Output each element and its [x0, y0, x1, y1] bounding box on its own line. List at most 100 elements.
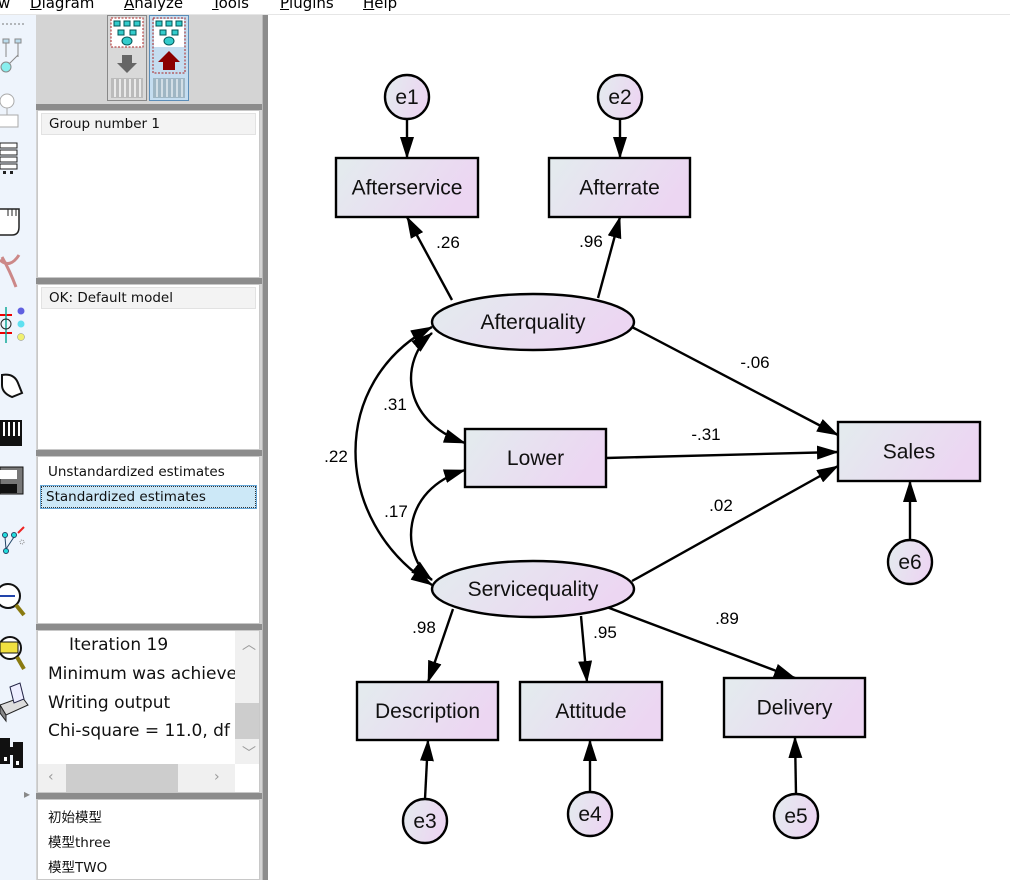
variable-label: Description: [375, 700, 480, 723]
list-variables-icon[interactable]: [0, 142, 18, 174]
file-item[interactable]: 初始模型: [48, 810, 102, 826]
group-item[interactable]: Group number 1: [41, 113, 256, 135]
path-servicequality-to-attitude[interactable]: [578, 615, 593, 683]
observed-variable-attitude[interactable]: Attitude: [518, 680, 664, 742]
path-afterquality-to-afterrate[interactable]: [596, 216, 622, 299]
path-estimate-label: .96: [579, 232, 603, 251]
panel-splitter[interactable]: [262, 15, 268, 880]
latent-variable-servicequality[interactable]: Servicequality: [430, 559, 636, 619]
covariance-estimate-label: .31: [383, 395, 407, 414]
preserve-symmetry-icon[interactable]: [2, 526, 25, 554]
horizontal-scroll-thumb[interactable]: [66, 764, 178, 792]
observed-variable-description[interactable]: Description: [355, 680, 500, 742]
path-estimate-label: -.31: [691, 425, 720, 444]
rotate-indicators-icon[interactable]: [0, 307, 25, 343]
path-servicequality-to-sales[interactable]: [631, 464, 839, 583]
draw-latent-variable-icon[interactable]: [0, 93, 19, 128]
error-variable-e6[interactable]: e6: [886, 538, 934, 586]
variable-label: Afterservice: [352, 177, 463, 200]
error-path-e5-delivery[interactable]: [788, 736, 803, 795]
latent-variable-afterquality[interactable]: Afterquality: [430, 292, 636, 352]
path-servicequality-to-description[interactable]: [426, 608, 455, 683]
path-estimate-label: .02: [709, 496, 733, 515]
log-horizontal-scrollbar[interactable]: ‹ ›: [38, 764, 235, 792]
error-variable-e5[interactable]: e5: [772, 792, 820, 840]
file-item[interactable]: 模型TWO: [48, 860, 108, 876]
variable-label: Afterquality: [480, 311, 586, 334]
log-text-area: Iteration 19 Minimum was achieved Writin…: [38, 631, 235, 764]
draw-indicator-icon[interactable]: [0, 38, 22, 73]
path-servicequality-to-delivery[interactable]: [603, 604, 796, 680]
pane-splitter[interactable]: [36, 278, 262, 284]
binoculars-icon[interactable]: [0, 738, 23, 768]
view-input-diagram-button[interactable]: [107, 15, 147, 101]
menu-help[interactable]: Help: [363, 0, 398, 12]
standardized-estimates-item[interactable]: Standardized estimates: [40, 485, 257, 509]
move-hand-icon[interactable]: [0, 208, 20, 236]
file-item[interactable]: 模型three: [48, 835, 111, 851]
erase-icon[interactable]: [0, 254, 21, 288]
covariance-servicequality-lower[interactable]: [409, 468, 466, 581]
variable-label: Servicequality: [468, 578, 599, 601]
pane-splitter[interactable]: [36, 104, 262, 110]
tool-icons: [0, 23, 29, 768]
covariance-afterquality-lower[interactable]: [409, 332, 466, 445]
scroll-right-icon[interactable]: ›: [214, 769, 220, 785]
observed-variable-lower[interactable]: Lower: [463, 427, 608, 489]
covariance-estimate-label: .22: [324, 447, 348, 466]
output-diagram-icon: [152, 17, 186, 98]
path-lower-to-sales[interactable]: [605, 445, 839, 460]
variable-label: e2: [608, 86, 631, 109]
variable-label: e5: [784, 805, 807, 828]
menu-tools[interactable]: Tools: [212, 0, 249, 12]
error-variable-e1[interactable]: e1: [383, 73, 431, 121]
variable-label: Lower: [507, 447, 564, 470]
scroll-left-icon[interactable]: ‹: [48, 769, 54, 785]
path-afterquality-to-afterservice[interactable]: [405, 216, 454, 301]
menu-diagram[interactable]: Diagram: [30, 0, 95, 12]
pane-splitter[interactable]: [36, 450, 262, 456]
expand-toolbar-icon[interactable]: ▸: [24, 787, 31, 801]
observed-variable-afterrate[interactable]: Afterrate: [547, 156, 692, 219]
menu-bar: w Diagram Analyze Tools Plugins Help: [0, 0, 1010, 14]
error-variable-e2[interactable]: e2: [596, 73, 644, 121]
zoom-out-icon[interactable]: [0, 583, 26, 617]
observed-variable-delivery[interactable]: Delivery: [722, 676, 867, 739]
path-afterquality-to-sales[interactable]: [631, 325, 839, 437]
unstandardized-estimates-item[interactable]: Unstandardized estimates: [48, 464, 225, 480]
view-output-diagram-button[interactable]: [149, 15, 189, 101]
files-pane: 初始模型 模型three 模型TWO: [37, 799, 260, 880]
error-variable-e4[interactable]: e4: [566, 790, 614, 838]
input-diagram-icon: [110, 17, 144, 98]
model-item[interactable]: OK: Default model: [41, 287, 256, 309]
error-variable-e3[interactable]: e3: [401, 797, 449, 845]
menu-analyze[interactable]: Analyze: [124, 0, 184, 12]
groups-pane: Group number 1: [37, 110, 260, 278]
vertical-scroll-thumb[interactable]: [235, 703, 259, 739]
scroll-down-icon[interactable]: ﹀: [242, 746, 256, 762]
computation-log-pane: Iteration 19 Minimum was achieved Writin…: [37, 630, 260, 793]
log-vertical-scrollbar[interactable]: ︿ ﹀: [235, 631, 259, 764]
log-line: Minimum was achieved: [48, 664, 235, 684]
variable-label: Attitude: [555, 700, 626, 723]
pane-splitter[interactable]: [36, 624, 262, 630]
observed-variable-sales[interactable]: Sales: [836, 420, 982, 483]
covariance-estimate-label: .17: [384, 502, 408, 521]
touch-up-icon[interactable]: [1, 373, 24, 399]
menu-view[interactable]: w: [0, 0, 11, 12]
data-file-icon[interactable]: [0, 420, 22, 446]
observed-variable-afterservice[interactable]: Afterservice: [334, 156, 480, 219]
error-path-e3-description[interactable]: [419, 739, 434, 800]
log-line: Writing output: [48, 693, 171, 713]
print-icon[interactable]: [0, 682, 29, 723]
covariance-afterquality-servicequality[interactable]: [354, 325, 433, 587]
menu-plugins[interactable]: Plugins: [280, 0, 334, 12]
scroll-up-icon[interactable]: ︿: [242, 637, 256, 653]
variable-label: e6: [898, 551, 921, 574]
path-estimate-label: .95: [593, 623, 617, 642]
zoom-text-icon[interactable]: [0, 636, 26, 671]
pane-splitter[interactable]: [36, 793, 262, 799]
save-icon[interactable]: [0, 466, 24, 495]
